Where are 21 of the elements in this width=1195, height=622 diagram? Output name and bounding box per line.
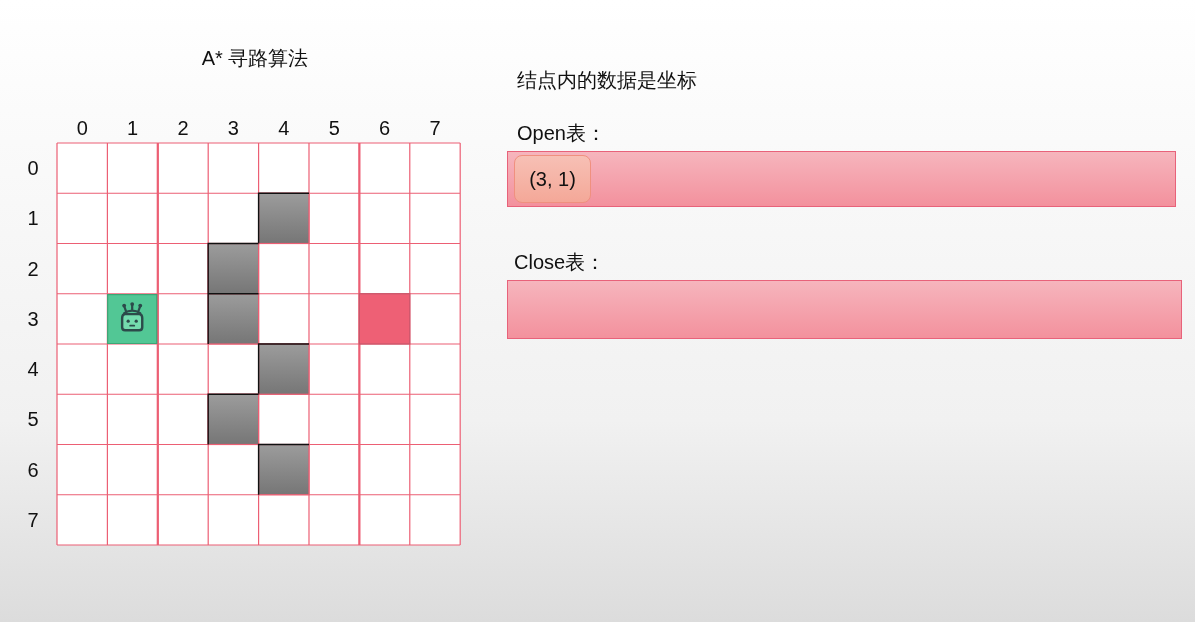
column-number: 7 [429, 116, 441, 140]
row-number: 3 [27, 306, 39, 331]
column-number: 6 [379, 116, 391, 140]
row-number: 5 [27, 407, 39, 432]
row-number: 7 [27, 507, 39, 532]
column-number: 1 [127, 116, 139, 140]
column-number: 4 [278, 116, 290, 140]
column-number: 3 [227, 116, 239, 140]
note-text: 结点内的数据是坐标 [517, 68, 697, 92]
column-number: 2 [177, 116, 189, 140]
row-number: 0 [27, 156, 39, 181]
list-heading: Open表： [517, 121, 606, 145]
column-number: 5 [328, 116, 340, 140]
row-number: 4 [27, 357, 39, 382]
row-number: 1 [27, 206, 39, 231]
row-number: 6 [27, 457, 39, 482]
list-heading: Close表： [514, 250, 606, 274]
column-number: 0 [76, 116, 88, 140]
diagram-title: A* 寻路算法 [201, 46, 309, 70]
coordinate-item: (3, 1) [514, 155, 591, 203]
row-number: 2 [27, 256, 39, 281]
